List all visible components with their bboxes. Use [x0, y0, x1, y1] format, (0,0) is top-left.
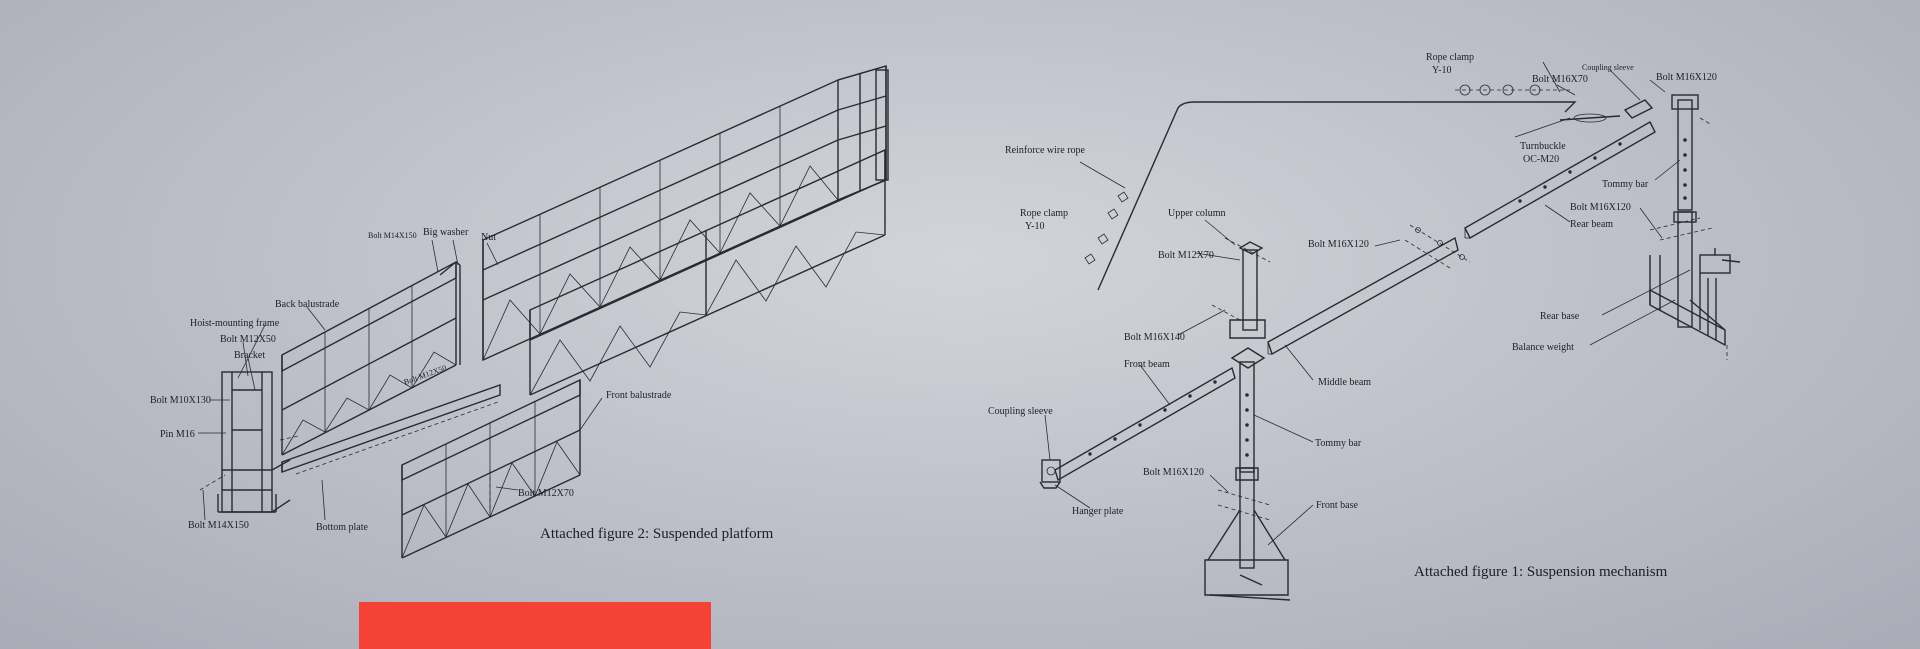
- label-bolt-m16x120-right: Bolt M16X120: [1570, 202, 1631, 213]
- platform-caption: Attached figure 2: Suspended platform: [540, 526, 774, 542]
- label-bolt-m16x70: Bolt M16X70: [1532, 74, 1588, 85]
- label-turnbuckle-spec: OC-M20: [1523, 154, 1559, 165]
- coupling-sleeve-top: [1623, 99, 1654, 119]
- label-bolt-m16x120-top: Bolt M16X120: [1656, 72, 1717, 83]
- label-bolt-m14x150-bottom: Bolt M14X150: [188, 520, 249, 531]
- label-coupling-sleeve-top: Coupling sleeve: [1582, 63, 1634, 72]
- label-bracket: Bracket: [234, 350, 265, 361]
- label-hanger-plate: Hanger plate: [1072, 506, 1124, 517]
- label-bolt-m16x120-mid: Bolt M16X120: [1308, 239, 1369, 250]
- front-base: [1204, 467, 1291, 601]
- suspended-platform-drawing: Bolt M14X150 Big washer Nut Back balustr…: [150, 65, 889, 559]
- label-front-balustrade: Front balustrade: [606, 390, 672, 401]
- red-block: [359, 602, 711, 649]
- suspension-mechanism-drawing: Rope clamp Y-10 Coupling sleeve Bolt M16…: [988, 52, 1741, 601]
- back-balustrade: [281, 260, 461, 456]
- label-rope-clamp-left: Rope clamp: [1020, 208, 1068, 219]
- label-big-washer: Big washer: [423, 227, 469, 238]
- rope-clamps-left: [1084, 191, 1129, 265]
- label-nut: Nut: [481, 232, 496, 243]
- label-coupling-sleeve-left: Coupling sleeve: [988, 406, 1053, 417]
- label-middle-beam: Middle beam: [1318, 377, 1371, 388]
- label-reinforce-wire-rope: Reinforce wire rope: [1005, 145, 1086, 156]
- label-rear-base: Rear base: [1540, 311, 1580, 322]
- front-beam: [1054, 366, 1236, 482]
- front-balustrade: [401, 378, 581, 559]
- reinforce-wire-rope: [1097, 101, 1577, 291]
- hoist-mounting-frame: [217, 371, 291, 513]
- suspension-leader-lines: [1044, 61, 1691, 546]
- label-rear-beam: Rear beam: [1570, 219, 1613, 230]
- label-tommy-bar-mid: Tommy bar: [1315, 438, 1362, 449]
- near-basket: [529, 148, 886, 396]
- label-balance-weight: Balance weight: [1512, 342, 1574, 353]
- far-basket: [482, 65, 889, 362]
- label-turnbuckle: Turnbuckle: [1520, 141, 1566, 152]
- front-column: [1230, 347, 1266, 473]
- label-bottom-plate: Bottom plate: [316, 522, 369, 533]
- label-bolt-m16x120-bottom: Bolt M16X120: [1143, 467, 1204, 478]
- label-bolt-m12x70: Bolt M12X70: [1158, 250, 1214, 261]
- label-rope-clamp-top: Rope clamp: [1426, 52, 1474, 63]
- rope-clamps-top: [1455, 84, 1570, 96]
- hanger-plate: [1039, 459, 1061, 489]
- suspension-caption: Attached figure 1: Suspension mechanism: [1414, 564, 1668, 580]
- suspension-bolts: [1211, 217, 1713, 521]
- label-bolt-m14x150-top: Bolt M14X150: [368, 231, 417, 240]
- label-front-base: Front base: [1316, 500, 1359, 511]
- label-upper-column: Upper column: [1168, 208, 1226, 219]
- turnbuckle: [1559, 113, 1621, 123]
- bottom-plate: [281, 384, 501, 475]
- label-back-balustrade: Back balustrade: [275, 299, 340, 310]
- label-tommy-bar-top: Tommy bar: [1602, 179, 1649, 190]
- platform-leader-lines: [198, 239, 603, 521]
- rear-column: [1671, 94, 1713, 211]
- label-bolt-m12x50: Bolt M12X50: [220, 334, 276, 345]
- rear-base: [1649, 211, 1741, 360]
- label-bolt-m16x140: Bolt M16X140: [1124, 332, 1185, 343]
- middle-beam: [1267, 236, 1459, 356]
- label-rope-clamp-left-spec: Y-10: [1025, 221, 1044, 232]
- upper-column: [1224, 237, 1271, 339]
- label-hoist-mounting-frame: Hoist-mounting frame: [190, 318, 280, 329]
- label-bolt-m10x130: Bolt M10X130: [150, 395, 211, 406]
- label-front-beam: Front beam: [1124, 359, 1170, 370]
- label-pin-m16: Pin M16: [160, 429, 195, 440]
- label-rope-clamp-top-spec: Y-10: [1432, 65, 1451, 76]
- rear-beam: [1464, 121, 1656, 239]
- label-bolt-m12x70: Bolt M12X70: [518, 488, 574, 499]
